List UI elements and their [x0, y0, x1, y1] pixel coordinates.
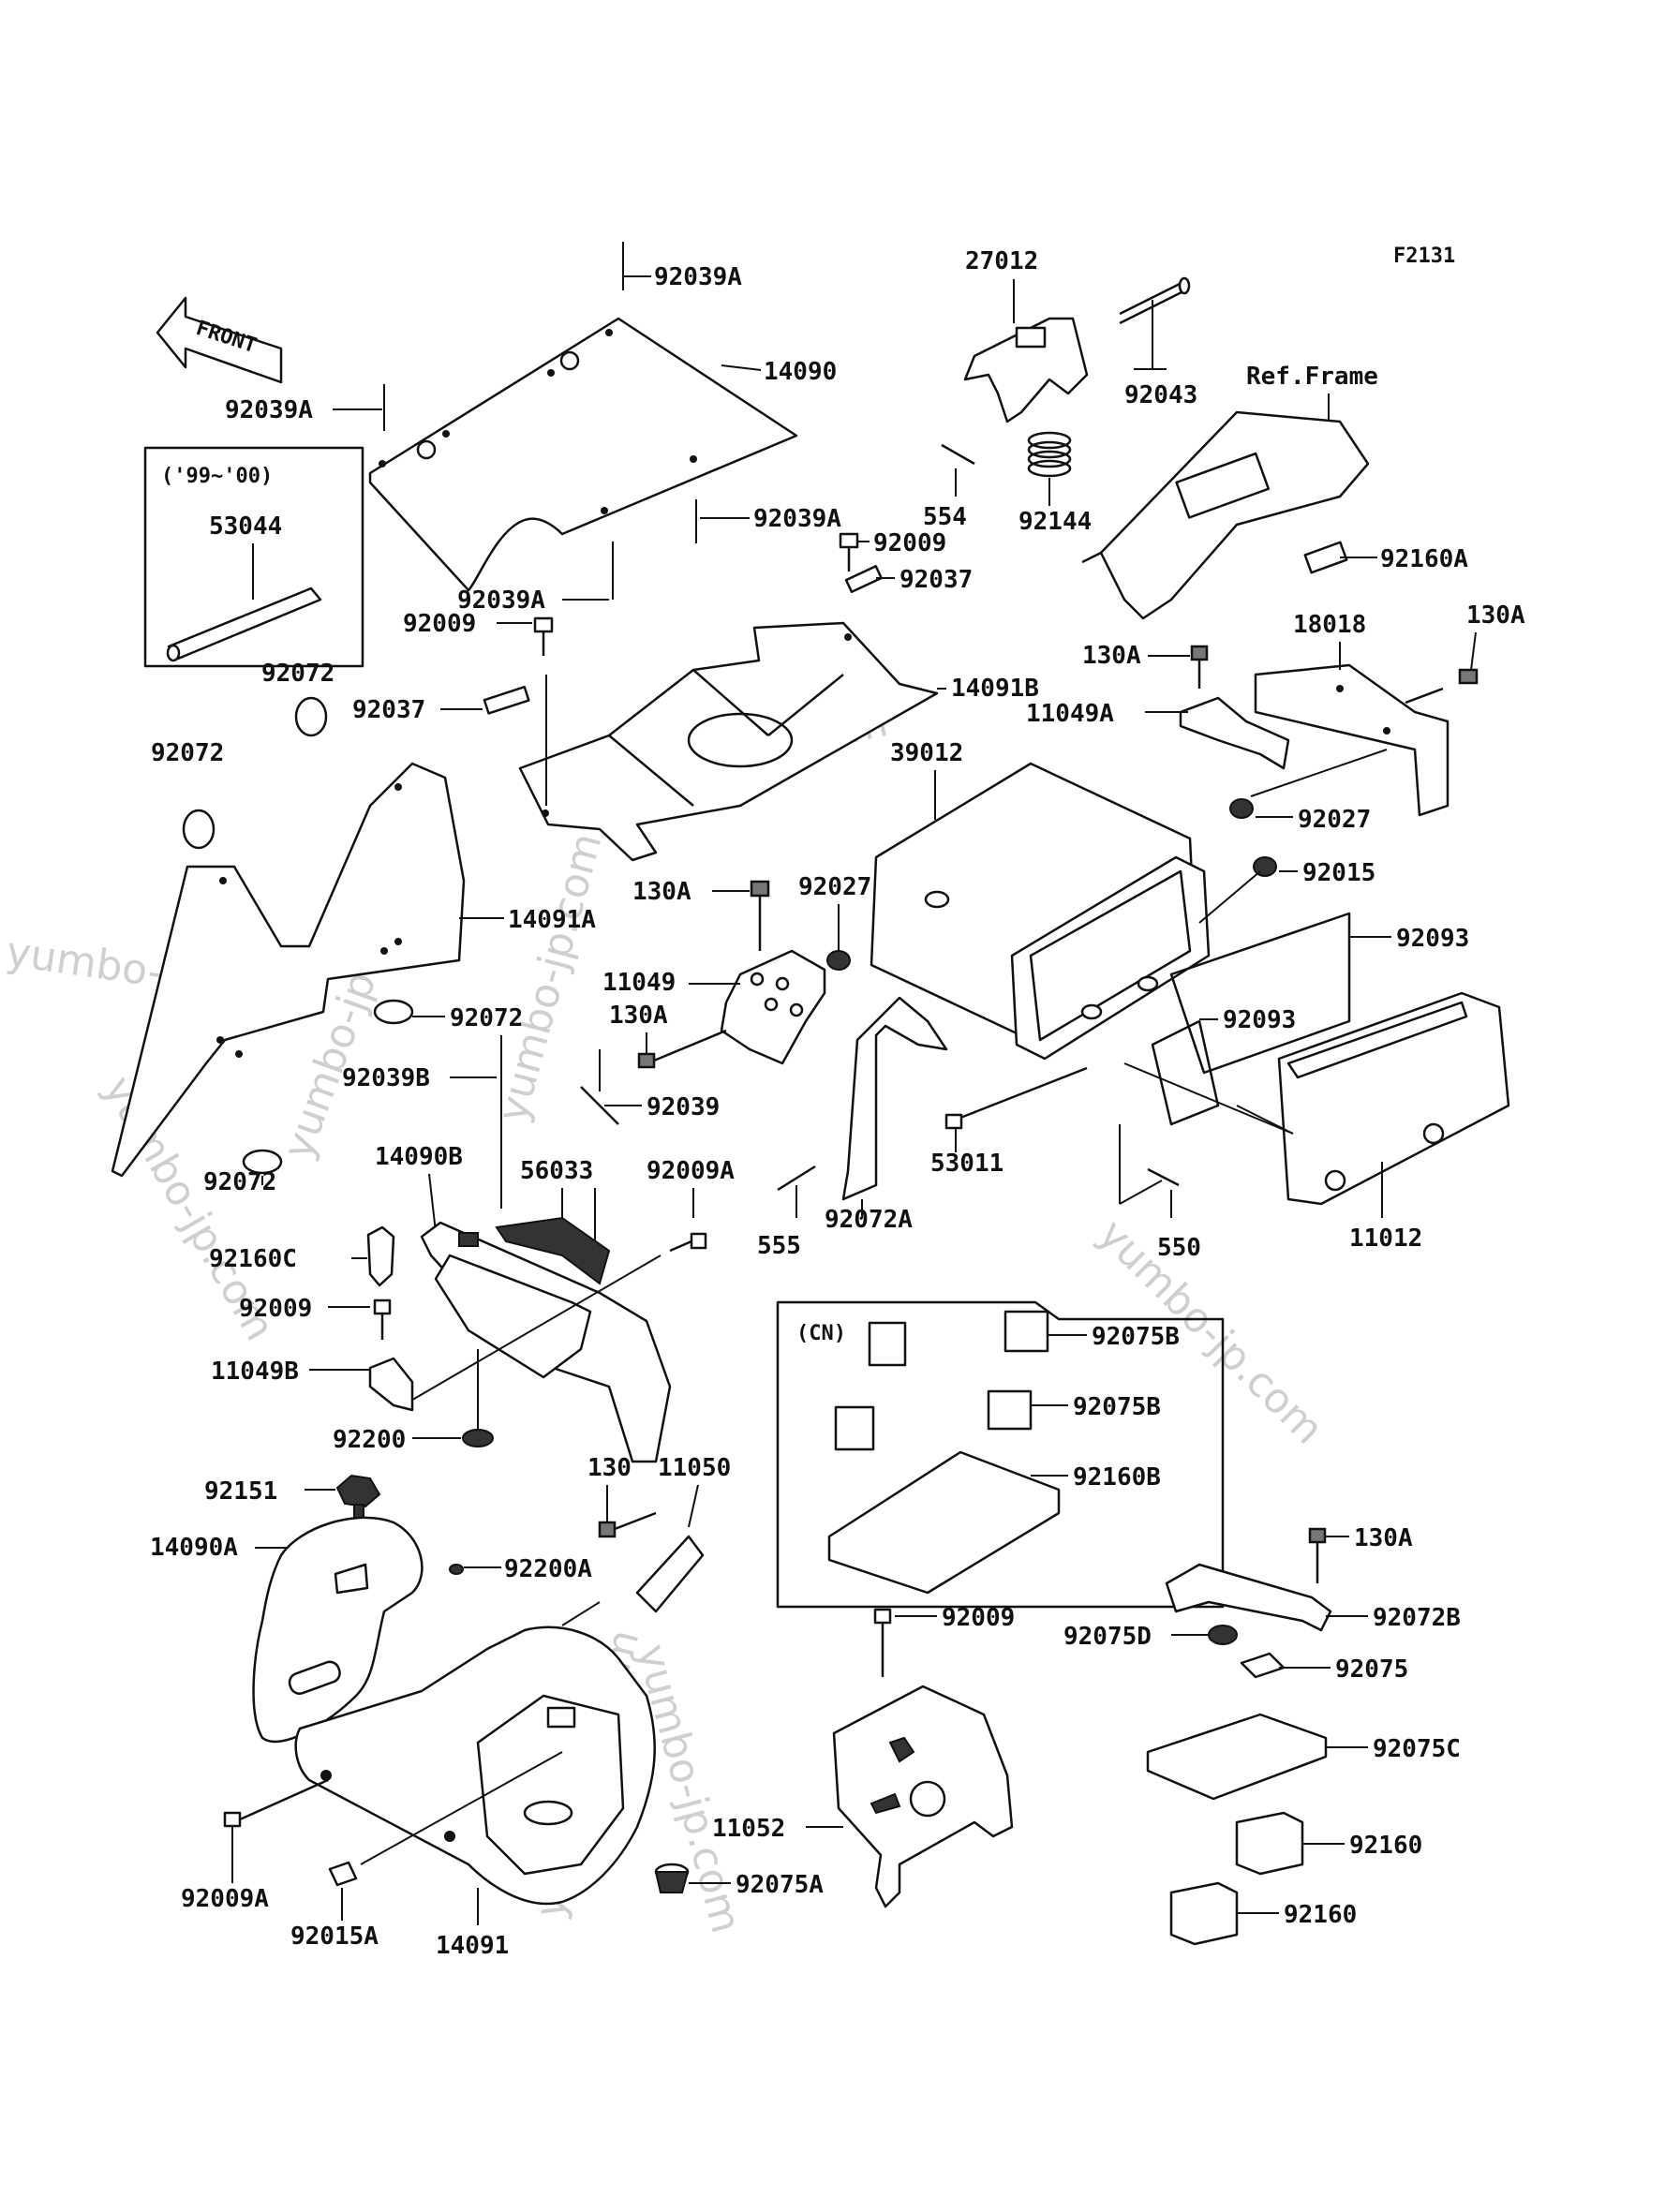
label-14090B: 14090B — [375, 1143, 463, 1171]
box-99-00-caption: ('99~'00) — [161, 465, 273, 488]
knob-icon — [335, 1474, 381, 1520]
label-92075: 92075 — [1335, 1655, 1408, 1684]
label-130: 130 — [587, 1454, 632, 1482]
label-53011: 53011 — [930, 1150, 1004, 1178]
label-92144: 92144 — [1018, 508, 1092, 536]
watermark-text: yumbo-jp.com — [488, 828, 611, 1127]
part-39012-battery-case: 39012 92015 — [870, 739, 1375, 1061]
label-550: 550 — [1157, 1234, 1201, 1262]
part-11052-cover: 92009 11052 — [712, 1604, 1015, 1908]
diagram-code: F2131 — [1393, 245, 1455, 268]
label-14091A: 14091A — [508, 906, 596, 934]
label-92043: 92043 — [1124, 381, 1197, 409]
label-14091: 14091 — [436, 1932, 509, 1960]
ref-frame: Ref.Frame 92160A — [1081, 363, 1468, 620]
label-92009-b: 92009 — [403, 610, 476, 638]
label-92160-a: 92160 — [1349, 1832, 1422, 1860]
label-92039A-low: 92039A — [457, 586, 545, 615]
label-92160-b: 92160 — [1284, 1901, 1357, 1929]
label-92009-d: 92009 — [942, 1604, 1015, 1632]
label-92009A-a: 92009A — [647, 1157, 735, 1185]
label-92160C: 92160C — [209, 1245, 297, 1273]
label-27012: 27012 — [965, 247, 1038, 275]
label-92200A: 92200A — [504, 1555, 592, 1583]
label-92093-a: 92093 — [1396, 925, 1469, 953]
label-92072-a: 92072 — [261, 660, 335, 688]
label-130A-4: 130A — [609, 1002, 668, 1030]
part-14090A-14091-lower: 92151 14090A 92200A 130 11050 92009A 920… — [150, 1454, 824, 1960]
part-14090-plate: 92039A 14090 92039A 92039A 92039A — [225, 242, 841, 615]
label-92037-b: 92037 — [352, 696, 425, 724]
label-92072-c: 92072 — [450, 1004, 523, 1032]
label-92151: 92151 — [204, 1477, 277, 1506]
part-11012-battery: 92093 92093 11012 — [1123, 912, 1510, 1253]
label-11012: 11012 — [1349, 1225, 1422, 1253]
label-92075B-a: 92075B — [1092, 1323, 1180, 1351]
label-92039A-mid: 92039A — [753, 505, 841, 533]
label-92009A-b: 92009A — [181, 1885, 269, 1913]
label-92075D: 92075D — [1063, 1623, 1152, 1651]
part-92072A-holder: 555 92072A 53011 550 — [757, 996, 1201, 1262]
label-14091B: 14091B — [951, 675, 1039, 703]
label-92037-a: 92037 — [899, 566, 973, 594]
label-11052: 11052 — [712, 1815, 785, 1843]
label-92160A: 92160A — [1380, 545, 1468, 573]
label-92027-b: 92027 — [798, 873, 871, 901]
label-92009-a: 92009 — [873, 529, 946, 557]
clamp-icon — [182, 696, 414, 1175]
part-14091A-panel: 14091A 92072 92072 92072 92072 — [111, 660, 596, 1196]
label-92160B: 92160B — [1073, 1463, 1161, 1492]
box-99-00: ('99~'00) 53044 — [143, 446, 364, 668]
label-130A-3: 130A — [632, 878, 691, 906]
part-92072B-holder: 130A 92072B 92075D 92075 92075C 92160 92… — [1063, 1524, 1461, 1946]
spring-icon — [1027, 431, 1072, 478]
label-53044: 53044 — [209, 512, 282, 541]
label-92075C: 92075C — [1373, 1735, 1461, 1763]
label-92200: 92200 — [333, 1426, 406, 1454]
label-92039A-top: 92039A — [654, 263, 742, 291]
label-92009-c: 92009 — [239, 1295, 312, 1323]
label-92039B: 92039B — [342, 1064, 430, 1092]
box-cn: (CN) 92075B 92075B 92160B — [776, 1300, 1225, 1609]
front-arrow-icon: FRONT — [156, 296, 283, 384]
label-92039A-left: 92039A — [225, 396, 313, 424]
ref-frame-label: Ref.Frame — [1246, 363, 1378, 391]
label-92015: 92015 — [1302, 859, 1375, 887]
label-554: 554 — [923, 503, 967, 531]
part-14091B-mat: 14091B 92009 92037 92009 92037 — [352, 529, 1039, 862]
label-39012: 39012 — [890, 739, 963, 767]
label-92015A: 92015A — [290, 1922, 379, 1951]
label-92075A: 92075A — [736, 1871, 824, 1899]
label-92072B: 92072B — [1373, 1604, 1461, 1632]
part-14090B-tail: 14090B 56033 92160C 92009A 92009 11049B … — [209, 1143, 735, 1463]
box-cn-caption: (CN) — [796, 1322, 846, 1345]
label-56033: 56033 — [520, 1157, 593, 1185]
label-555: 555 — [757, 1232, 801, 1260]
label-92075B-b: 92075B — [1073, 1393, 1161, 1421]
label-14090: 14090 — [764, 358, 837, 386]
label-11049A: 11049A — [1026, 700, 1114, 728]
label-92039: 92039 — [647, 1093, 720, 1121]
label-92072-d: 92072 — [203, 1168, 276, 1196]
label-14090A: 14090A — [150, 1534, 238, 1562]
label-92027-a: 92027 — [1298, 806, 1371, 834]
part-11049-bracket: 130A 92027 11049 130A 92039 92039B — [342, 873, 871, 1209]
label-92072A: 92072A — [825, 1206, 913, 1234]
part-27012-bracket: 27012 92043 92144 554 — [923, 247, 1197, 536]
label-18018: 18018 — [1293, 611, 1366, 639]
label-130A-2: 130A — [1082, 642, 1141, 670]
label-92093-b: 92093 — [1223, 1006, 1296, 1034]
label-11049B: 11049B — [211, 1358, 299, 1386]
label-130A-5: 130A — [1354, 1524, 1413, 1552]
part-18018: 18018 130A 130A 11049A 92027 — [1026, 601, 1525, 834]
label-11050: 11050 — [658, 1454, 731, 1482]
label-92072-b: 92072 — [151, 739, 224, 767]
label-11049: 11049 — [602, 969, 676, 997]
label-130A-1: 130A — [1466, 601, 1525, 630]
